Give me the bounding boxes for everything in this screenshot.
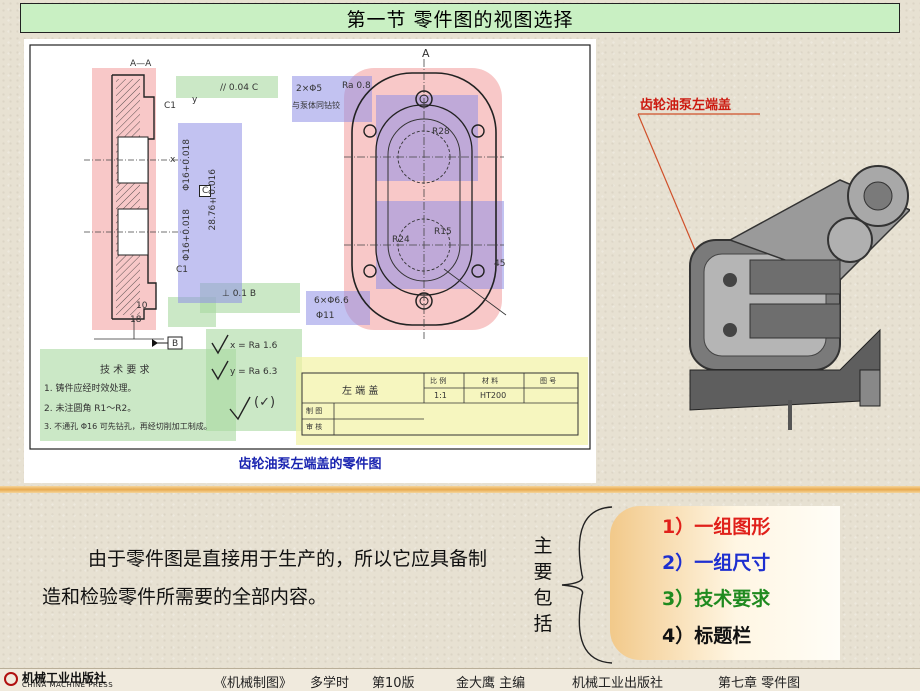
list-item-graphics: 1）一组图形 bbox=[662, 516, 771, 538]
datum-c: C bbox=[199, 185, 212, 197]
holes-side-spec: 6×Φ6.6 bbox=[314, 296, 349, 306]
title-block-scale: 1:1 bbox=[434, 391, 447, 400]
list-item-tech-requirements: 3）技术要求 bbox=[662, 588, 771, 610]
title-block-draw: 制 图 bbox=[306, 407, 323, 415]
section-label: A—A bbox=[130, 59, 152, 69]
dim-bore-2: Φ16+0.018 bbox=[182, 209, 192, 261]
footer-press: 机械工业出版社 bbox=[572, 676, 664, 691]
footer-hours: 多学时 bbox=[310, 676, 350, 691]
footer-book: 《机械制图》 bbox=[214, 676, 293, 691]
title-block-scale-header: 比 例 bbox=[430, 377, 447, 385]
roughness-line-2: y = Ra 6.3 bbox=[230, 367, 278, 377]
parallelism-tolerance: // 0.04 C bbox=[220, 83, 259, 93]
highlight-title-block bbox=[296, 357, 588, 445]
title-block-name: 左 端 盖 bbox=[342, 386, 379, 397]
dim-10: 10 bbox=[136, 301, 148, 311]
list-item-title-block: 4）标题栏 bbox=[662, 625, 752, 647]
roughness-line-3: (✓) bbox=[254, 395, 276, 410]
chamfer-bottom: C1 bbox=[176, 265, 189, 275]
dim-18: 18 bbox=[130, 315, 142, 325]
photo-label: 齿轮油泵左端盖 bbox=[640, 98, 732, 113]
dim-45: 45 bbox=[494, 259, 506, 269]
publisher-name-en: CHINA MACHINE PRESS bbox=[22, 681, 114, 689]
slide-title: 第一节 零件图的视图选择 bbox=[346, 8, 574, 31]
title-block-material-header: 材 料 bbox=[482, 377, 499, 385]
part-drawing-panel: A—A A // 0.04 C ⊥ 0.1 B 2×Φ5 Ra 0.8 与泵体同… bbox=[24, 39, 596, 483]
dim-r24: R24 bbox=[392, 235, 410, 245]
tech-req-item-3: 3. 不通孔 Φ16 可先钻孔，再经切削加工制成。 bbox=[44, 422, 212, 431]
perpendicularity-tolerance: ⊥ 0.1 B bbox=[222, 289, 257, 299]
publisher-name: 机械工业出版社 bbox=[22, 671, 107, 685]
roughness-mark-x: x bbox=[170, 155, 176, 165]
highlight-tech-req bbox=[40, 349, 236, 441]
footer-bar: 机械工业出版社 CHINA MACHINE PRESS 《机械制图》 多学时 第… bbox=[0, 668, 920, 691]
dim-center-distance: 28.76±0.016 bbox=[208, 169, 218, 231]
main-includes-label: 主要包括 bbox=[533, 535, 553, 635]
tech-req-item-1: 1. 铸件应经时效处理。 bbox=[44, 384, 137, 394]
drawing-caption: 齿轮油泵左端盖的零件图 bbox=[238, 457, 382, 472]
publisher-logo-icon bbox=[4, 672, 18, 686]
section-divider bbox=[0, 486, 920, 493]
tech-req-item-2: 2. 未注圆角 R1～R2。 bbox=[44, 404, 137, 414]
title-block-number-header: 图 号 bbox=[540, 377, 557, 385]
chamfer-top: C1 bbox=[164, 101, 177, 111]
footer-editor: 金大鹰 主编 bbox=[456, 676, 526, 691]
roughness-line-1: x = Ra 1.6 bbox=[230, 341, 278, 351]
holes-top-note: 与泵体同钻铰 bbox=[292, 101, 340, 110]
holes-side-note: Φ11 bbox=[316, 311, 335, 321]
dim-r15: R15 bbox=[434, 227, 452, 237]
gear-pump-image bbox=[637, 113, 910, 430]
slide-title-bar: 第一节 零件图的视图选择 bbox=[20, 3, 900, 33]
title-block-material: HT200 bbox=[480, 391, 507, 400]
dim-r28: R28 bbox=[432, 127, 450, 137]
brace-shape bbox=[561, 506, 613, 664]
part-drawing bbox=[29, 44, 591, 450]
roughness-mark-y: y bbox=[192, 95, 198, 105]
list-item-dimensions: 2）一组尺寸 bbox=[662, 552, 771, 574]
view-mark: A bbox=[422, 47, 430, 60]
contents-list-panel bbox=[610, 506, 840, 660]
holes-top-spec: 2×Φ5 bbox=[296, 84, 323, 94]
datum-b: B bbox=[172, 339, 179, 349]
title-block-check: 审 核 bbox=[306, 423, 323, 431]
footer-edition: 第10版 bbox=[372, 676, 415, 691]
footer-chapter: 第七章 零件图 bbox=[718, 676, 801, 691]
roughness-top: Ra 0.8 bbox=[342, 81, 371, 91]
dim-bore-1: Φ16+0.018 bbox=[182, 139, 192, 191]
body-paragraph: 由于零件图是直接用于生产的，所以它应具备制造和检验零件所需要的全部内容。 bbox=[42, 548, 488, 608]
tech-req-title: 技 术 要 求 bbox=[100, 365, 150, 376]
